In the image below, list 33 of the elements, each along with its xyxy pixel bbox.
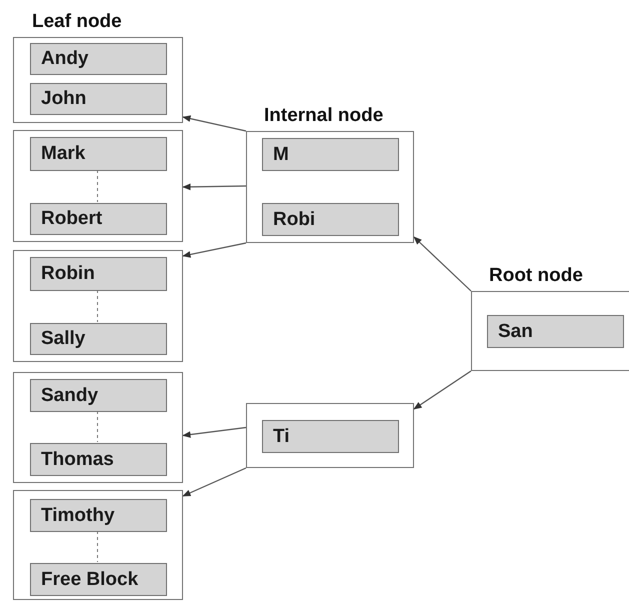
record-box: Sandy <box>30 379 167 412</box>
dashed-link <box>97 530 98 562</box>
record-box: Timothy <box>30 499 167 532</box>
record-box: Robi <box>262 203 399 236</box>
record-box: Free Block <box>30 563 167 596</box>
record-box: Robert <box>30 203 167 235</box>
record-box: Sally <box>30 323 167 355</box>
record-box: Robin <box>30 257 167 291</box>
arrow <box>182 467 246 497</box>
dashed-link <box>97 290 98 322</box>
record-box: San <box>487 315 624 348</box>
record-box: M <box>262 138 399 171</box>
arrow <box>413 236 472 292</box>
arrow <box>182 426 246 438</box>
block-box <box>13 372 183 483</box>
record-box: Thomas <box>30 443 167 476</box>
node-heading: Internal node <box>264 105 384 127</box>
dashed-link <box>97 170 98 202</box>
record-box: Ti <box>262 420 399 453</box>
arrow <box>182 184 246 190</box>
arrow <box>182 242 246 258</box>
block-box <box>13 490 183 600</box>
dashed-link <box>97 410 98 442</box>
record-box: Mark <box>30 137 167 171</box>
record-box: John <box>30 83 167 115</box>
node-heading: Leaf node <box>32 11 122 33</box>
node-heading: Root node <box>489 265 583 287</box>
block-box <box>13 250 183 362</box>
block-box <box>246 403 414 468</box>
arrow <box>182 115 246 132</box>
record-box: Andy <box>30 43 167 75</box>
arrow <box>413 370 472 410</box>
block-box <box>13 130 183 242</box>
